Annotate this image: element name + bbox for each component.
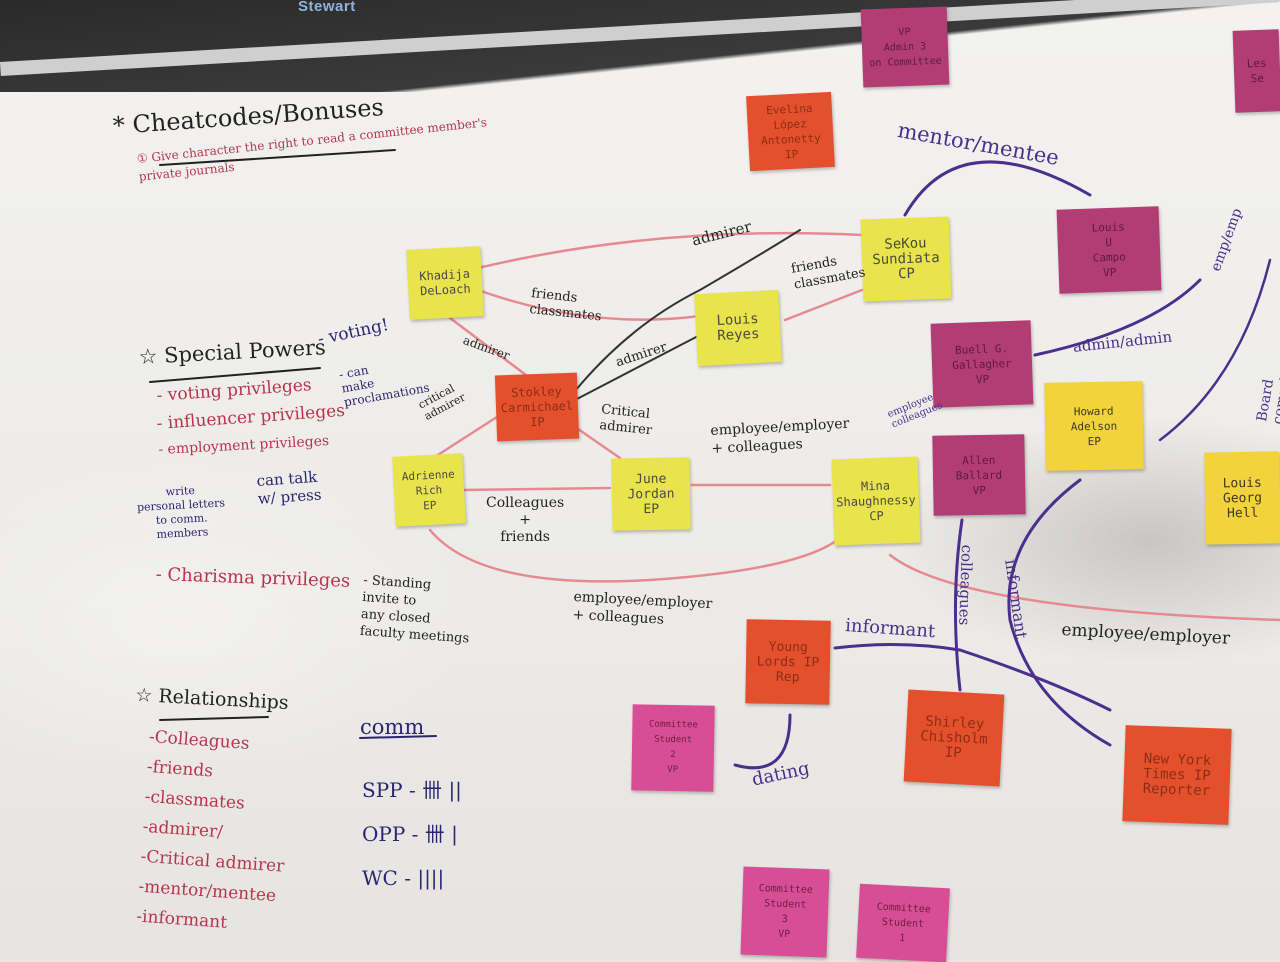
label-colleagues-friends: Colleagues + friends bbox=[486, 495, 565, 545]
buell-right-arrow bbox=[1033, 278, 1202, 357]
label-employee-employer-top: employee/employer + colleagues bbox=[710, 415, 850, 457]
adrienne-june-line bbox=[461, 486, 612, 492]
note-june: June Jordan EP bbox=[611, 457, 691, 531]
note-howard: Howard Adelson EP bbox=[1044, 381, 1144, 471]
standing-invite: - Standing invite to any closed faculty … bbox=[359, 572, 470, 647]
label-employee-employer-bottom: employee/employer + colleagues bbox=[572, 588, 713, 628]
brand-label: Stewart bbox=[298, 0, 356, 15]
note-committee-student-2: Committee Student 2 VP bbox=[631, 704, 715, 792]
note-committee-student-3: Committee Student 3 VP bbox=[740, 866, 830, 958]
note-committee-student-1: Committee Student 1 bbox=[856, 883, 950, 962]
note-louis-campo: Louis U Campo VP bbox=[1056, 206, 1162, 294]
admirer-arrow bbox=[559, 229, 801, 411]
note-mina: Mina Shaughnessy CP bbox=[831, 456, 921, 546]
comm-title: comm bbox=[360, 715, 425, 739]
special-powers-underline bbox=[149, 367, 321, 383]
dating-arc bbox=[733, 713, 792, 770]
allen-shirley-line bbox=[953, 518, 964, 692]
note-sekou: SeKou Sundiata CP bbox=[860, 216, 952, 302]
note-stokley: Stokley Carmichael IP bbox=[494, 372, 580, 442]
mentor-arc bbox=[903, 160, 1092, 217]
cheatcodes-underline bbox=[159, 149, 396, 166]
label-critical-admirer-right: Critical admirer bbox=[598, 402, 653, 439]
note-khadija: Khadija DeLoach bbox=[406, 246, 484, 320]
relationships-list: -Colleagues -friends -classmates -admire… bbox=[135, 726, 285, 933]
young-lords-informant-line bbox=[833, 642, 1112, 712]
can-talk-w-press: can talk w/ press bbox=[256, 467, 323, 508]
note-evelina: Evelina López Antonetty IP bbox=[746, 91, 835, 172]
louis-sekou-line bbox=[783, 288, 864, 322]
note-allen: Allen Ballard VP bbox=[932, 434, 1026, 516]
whiteboard-frame bbox=[0, 0, 1280, 92]
comm-underline bbox=[359, 735, 437, 739]
label-colleagues-vertical: colleagues bbox=[955, 544, 976, 626]
adrienne-mina-curve bbox=[428, 528, 842, 583]
khadija-stokley-line bbox=[448, 316, 532, 380]
comm-tally: SPP - 卌 || OPP - 卌 | WC - |||| bbox=[362, 778, 462, 890]
relationships-underline bbox=[159, 716, 269, 721]
write-personal-letters: write personal letters to comm. members bbox=[136, 483, 226, 541]
louis-stokley-arrow bbox=[574, 334, 701, 401]
note-adrienne: Adrienne Rich EP bbox=[392, 453, 466, 527]
note-les-se: Les Se bbox=[1232, 29, 1280, 113]
allen-nyt-curve bbox=[1007, 478, 1112, 747]
note-louis-reyes: Louis Reyes bbox=[694, 289, 782, 367]
khadija-sekou-line bbox=[476, 231, 864, 270]
note-shirley: Shirley Chisholm IP bbox=[903, 689, 1005, 787]
note-buell: Buell G. Gallagher VP bbox=[930, 320, 1034, 408]
right-long-line bbox=[1158, 258, 1272, 442]
note-louis-george: Louis Georg Hell bbox=[1204, 451, 1280, 545]
stokley-adrienne-line bbox=[428, 413, 502, 462]
mina-right-line bbox=[888, 553, 1280, 622]
note-young-lords: Young Lords IP Rep bbox=[745, 619, 831, 705]
note-vp-admin3: VP Admin 3 on Committee bbox=[860, 6, 950, 88]
note-nyt: New York Times IP Reporter bbox=[1122, 725, 1232, 825]
khadija-louis-line bbox=[476, 288, 702, 321]
